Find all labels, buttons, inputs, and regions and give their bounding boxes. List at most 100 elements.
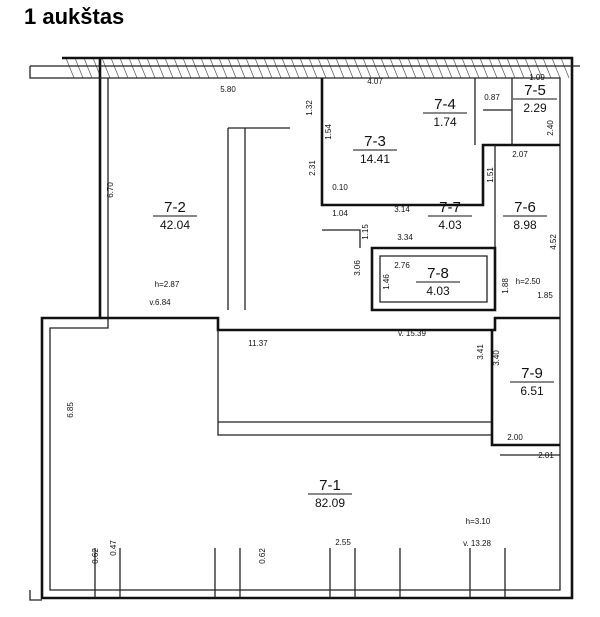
wall-hatch-line <box>515 57 525 79</box>
top-wall-hatch <box>65 57 570 79</box>
wall-hatch-line <box>119 57 129 79</box>
wall-hatch-line <box>362 57 372 79</box>
room-area: 6.51 <box>520 384 544 398</box>
dimension-label: 2.01 <box>538 451 554 460</box>
wall-hatch-line <box>263 57 273 79</box>
dimension-label: v. 13.28 <box>463 539 491 548</box>
dimension-label: 4.07 <box>367 77 383 86</box>
dimension-label: 1.54 <box>324 124 333 140</box>
dimension-label: 0.47 <box>109 540 118 556</box>
dimension-label: 1.09 <box>529 73 545 82</box>
dimension-label: 6.85 <box>66 402 75 418</box>
wall-hatch-line <box>488 57 498 79</box>
outer-wall <box>40 56 574 600</box>
room-area: 4.03 <box>438 218 462 232</box>
wall-hatch-line <box>497 57 507 79</box>
dimension-label: v.6.84 <box>149 298 171 307</box>
wall-hatch-line <box>227 57 237 79</box>
dimension-label: h=3.10 <box>466 517 491 526</box>
room-label: 7-3 14.41 <box>353 133 397 166</box>
wall-hatch-line <box>155 57 165 79</box>
room-label: 7-84.03 <box>416 265 460 298</box>
wall-hatch-line <box>218 57 228 79</box>
wall-hatch-line <box>452 57 462 79</box>
wall-hatch-line <box>308 57 318 79</box>
room-label: 7-7 4.03 <box>428 199 472 232</box>
room-label: 7-1 82.09 <box>308 477 352 510</box>
wall-room-7-3 <box>320 78 560 207</box>
wall-hatch-line <box>74 57 84 79</box>
dimension-label: 2.55 <box>335 538 351 547</box>
wall-hatch-line <box>200 57 210 79</box>
wall-hatch-line <box>83 57 93 79</box>
wall-hatch-line <box>371 57 381 79</box>
wall-room-7-9 <box>490 330 560 447</box>
wall-hatch-line <box>101 57 111 79</box>
wall-hatch-line <box>353 57 363 79</box>
dimension-label: 1.85 <box>537 291 553 300</box>
wall-hatch-line <box>533 57 543 79</box>
dimension-label: 2.76 <box>394 261 410 270</box>
page-title: 1 aukštas <box>24 4 125 29</box>
dimension-label: 1.32 <box>305 100 314 116</box>
wall-hatch-line <box>407 57 417 79</box>
wall-hatch-line <box>461 57 471 79</box>
room-id: 7-2 <box>164 199 186 216</box>
room-area: 1.74 <box>433 115 457 129</box>
room-label: 7-242.04 <box>153 199 197 232</box>
dimension-label: 1.15 <box>361 224 370 240</box>
wall-hatch-line <box>128 57 138 79</box>
wall-hatch-line <box>344 57 354 79</box>
wall-hatch-line <box>191 57 201 79</box>
room-area: 2.29 <box>523 101 547 115</box>
dimension-label: v. 15.39 <box>398 329 426 338</box>
dimension-label: 3.41 <box>476 344 485 360</box>
wall-7-2-bottom <box>100 316 560 332</box>
wall-hatch-line <box>335 57 345 79</box>
dimension-label: 0.87 <box>484 93 500 102</box>
room-id: 7-4 <box>434 96 456 113</box>
wall-hatch-line <box>542 57 552 79</box>
dimension-label: 3.06 <box>353 260 362 276</box>
room-label: 7-68.98 <box>503 199 547 232</box>
dimension-label: 1.04 <box>332 209 348 218</box>
wall-hatch-line <box>245 57 255 79</box>
wall-hatch-line <box>146 57 156 79</box>
wall-hatch-line <box>281 57 291 79</box>
dimension-label: 3.40 <box>492 350 501 366</box>
dimension-label: 2.40 <box>546 120 555 136</box>
dimension-label: 0.10 <box>332 183 348 192</box>
wall-corridor <box>227 127 361 310</box>
wall-hatch-line <box>272 57 282 79</box>
wall-hatch-line <box>236 57 246 79</box>
wall-hatch-line <box>317 57 327 79</box>
room-label: 7-5 2.29 <box>513 82 557 115</box>
room-id: 7-7 <box>439 199 461 216</box>
dimension-label: 0.62 <box>258 548 267 564</box>
room-id: 7-3 <box>364 133 386 150</box>
dimension-label: 1.88 <box>501 278 510 294</box>
wall-hatch-line <box>398 57 408 79</box>
wall-hatch-line <box>551 57 561 79</box>
room-area: 14.41 <box>360 152 390 166</box>
wall-hatch-line <box>380 57 390 79</box>
wall-bottom-left <box>29 590 42 601</box>
dimension-label: 4.52 <box>549 234 558 250</box>
dimension-label: 2.00 <box>507 433 523 442</box>
room-area: 82.09 <box>315 496 345 510</box>
wall-hatch-line <box>470 57 480 79</box>
wall-hatch-line <box>326 57 336 79</box>
room-id: 7-5 <box>524 82 546 99</box>
dimension-label: 2.31 <box>308 160 317 176</box>
wall-hatch-line <box>254 57 264 79</box>
dimension-label: 3.34 <box>397 233 413 242</box>
wall-hatch-line <box>434 57 444 79</box>
wall-hatch-line <box>416 57 426 79</box>
room-area: 8.98 <box>513 218 537 232</box>
bottom-window-marks <box>94 548 506 598</box>
wall-hatch-line <box>110 57 120 79</box>
room-id: 7-1 <box>319 477 341 494</box>
wall-hatch-line <box>524 57 534 79</box>
wall-hatch-line <box>299 57 309 79</box>
dimension-label: h=2.87 <box>155 280 180 289</box>
